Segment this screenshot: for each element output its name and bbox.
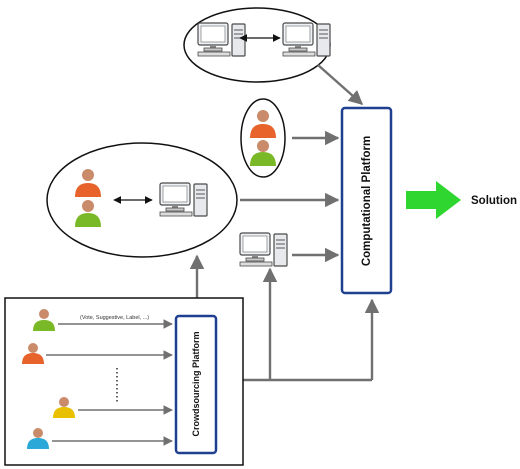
vote-note-label: (Vote, Suggestive, Label, ...) xyxy=(80,315,149,321)
person-icon xyxy=(27,428,49,449)
human-pair-ellipse xyxy=(240,98,286,178)
human-computer-ellipse xyxy=(46,142,238,258)
person-icon xyxy=(33,309,55,331)
computer-cluster-ellipse xyxy=(183,7,331,83)
person-icon xyxy=(75,200,101,227)
solution-label: Solution xyxy=(471,195,517,207)
crowdsourcing-panel: (Vote, Suggestive, Label, ...) Crowdsour… xyxy=(4,297,244,466)
crowdsourcing-platform-box: Crowdsourcing Platform xyxy=(174,314,218,455)
crowdsourcing-platform-label: Crowdsourcing Platform xyxy=(191,331,201,436)
computer-icon xyxy=(197,22,246,57)
person-icon xyxy=(53,397,75,418)
computer-icon xyxy=(239,232,288,267)
person-icon xyxy=(22,343,44,364)
person-icon xyxy=(75,169,101,197)
person-icon xyxy=(250,140,276,166)
computational-platform-label: Computational Platform xyxy=(361,136,373,266)
computational-platform-box: Computational Platform xyxy=(340,106,393,295)
solution-arrow xyxy=(406,181,461,219)
connector-arrows xyxy=(189,64,380,382)
computer-icon xyxy=(282,22,331,57)
computer-icon xyxy=(159,182,208,217)
person-icon xyxy=(250,110,276,138)
